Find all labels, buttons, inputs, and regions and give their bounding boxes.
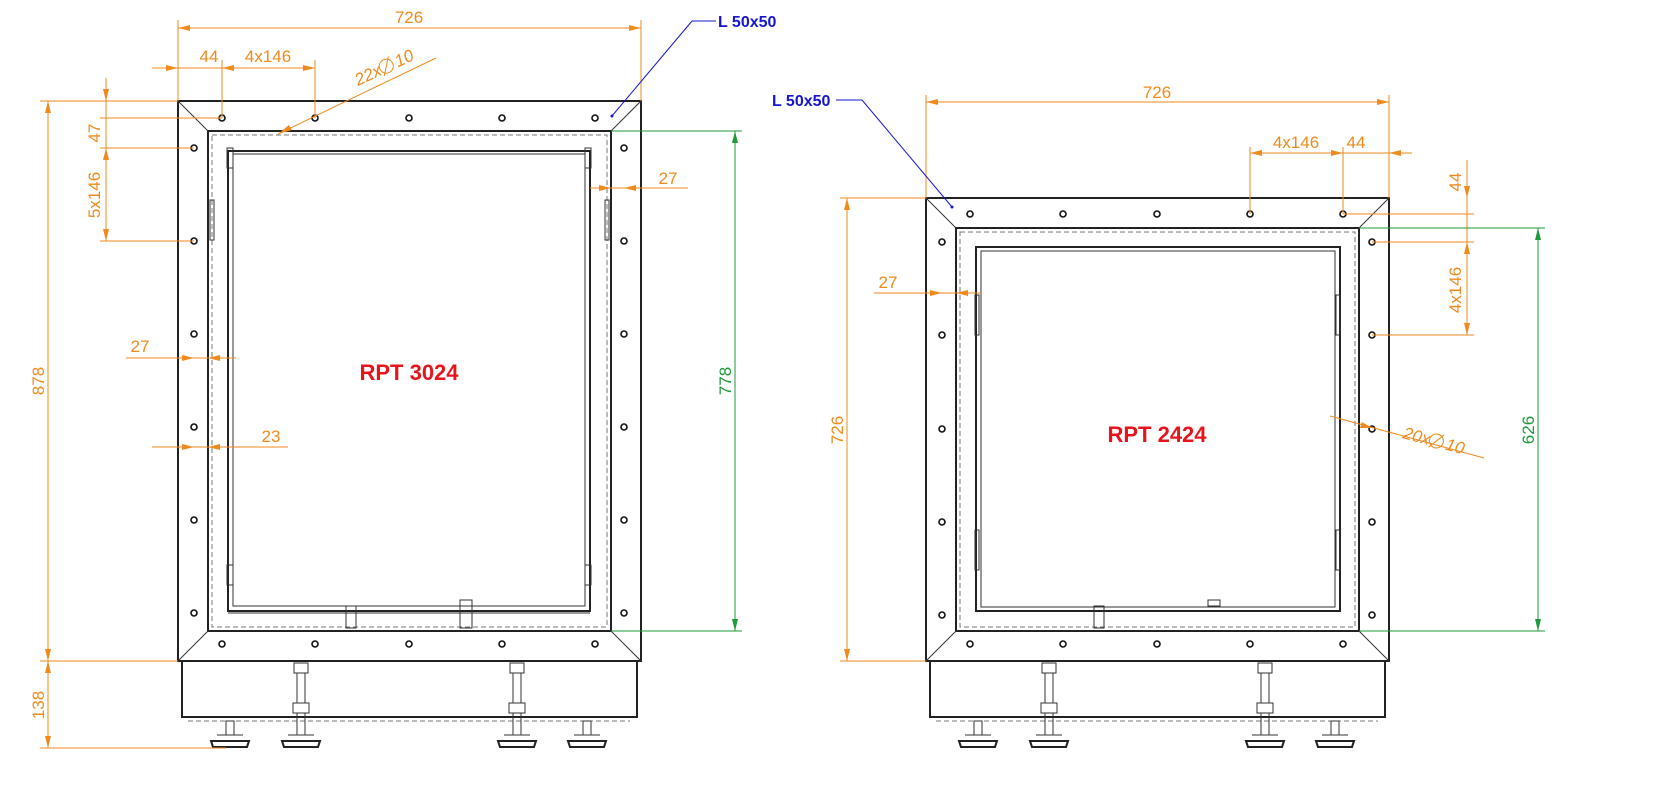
right-foot-3 xyxy=(957,720,999,748)
right-unit: 726 4x146 44 44 4x146 27 726 20x 10 xyxy=(772,83,1545,748)
left-foot-4 xyxy=(566,720,608,748)
left-dim-inner-offset-left: 27 xyxy=(131,337,150,356)
left-dim-base-height: 138 xyxy=(29,691,48,719)
left-dim-edge-offset-top: 44 xyxy=(200,47,219,66)
left-dim-overall-width: 726 xyxy=(395,8,423,27)
left-dim-inner-offset-right: 27 xyxy=(659,169,678,188)
right-foot-1 xyxy=(1028,662,1070,748)
right-profile-label: L 50x50 xyxy=(772,93,831,110)
left-base xyxy=(181,660,638,718)
left-unit: 726 44 4x146 22x 10 878 138 47 5x146 xyxy=(29,8,777,749)
right-base xyxy=(929,660,1386,718)
left-inner-frame xyxy=(207,130,612,632)
left-unit-title: RPT 3024 xyxy=(359,360,459,385)
right-dim-hole-pitch-top: 4x146 xyxy=(1273,133,1319,152)
right-foot-2 xyxy=(1244,662,1286,748)
left-foot-1 xyxy=(280,662,322,748)
left-holes xyxy=(190,114,628,648)
left-dim-overall-height: 878 xyxy=(29,367,48,395)
left-profile-label: L 50x50 xyxy=(718,14,777,31)
right-foot-4 xyxy=(1314,720,1356,748)
left-dim-hole-pitch-top: 4x146 xyxy=(245,47,291,66)
left-foot-2 xyxy=(496,662,538,748)
left-dim-inner-gap: 23 xyxy=(262,427,281,446)
left-holes-note-dia: 10 xyxy=(392,46,418,71)
right-dim-edge-offset-top: 44 xyxy=(1347,133,1366,152)
right-dim-edge-offset-right: 44 xyxy=(1446,173,1465,192)
left-opening xyxy=(227,150,591,612)
right-dim-overall-width: 726 xyxy=(1143,83,1171,102)
right-opening xyxy=(975,246,1341,612)
left-dim-hole-pitch-left: 5x146 xyxy=(85,172,104,218)
right-holes-note-dia: 10 xyxy=(1443,435,1467,458)
right-holes-note-count: 20x xyxy=(1400,423,1433,449)
right-inner-frame xyxy=(955,227,1360,632)
right-dim-inner-height: 626 xyxy=(1519,416,1538,444)
left-foot-3 xyxy=(209,720,251,748)
left-dim-inner-height: 778 xyxy=(716,367,735,395)
right-dim-hole-pitch-right: 4x146 xyxy=(1446,267,1465,313)
left-dim-edge-offset-left: 47 xyxy=(85,124,104,143)
right-dim-overall-height: 726 xyxy=(828,416,847,444)
right-unit-title: RPT 2424 xyxy=(1107,422,1207,447)
right-dim-inner-offset-left: 27 xyxy=(879,273,898,292)
